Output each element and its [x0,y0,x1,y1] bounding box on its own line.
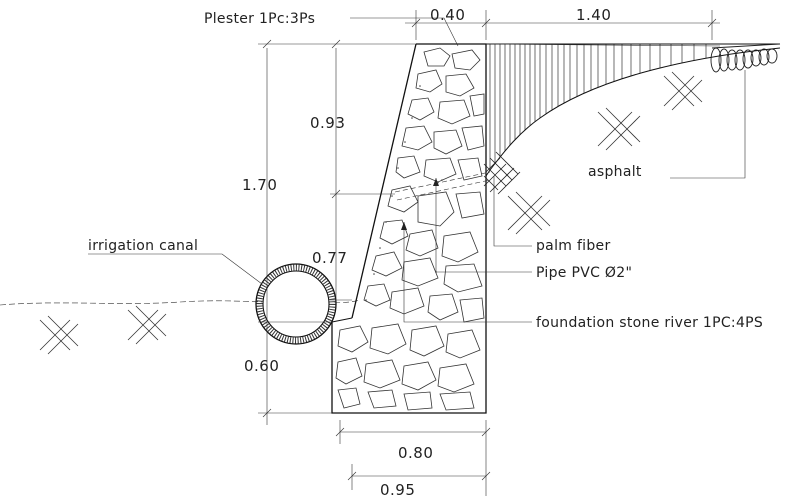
leader-arrows [401,178,439,230]
dim-total-height: 1.70 [242,176,277,194]
irrigation-pipe [255,263,337,345]
dim-base-width: 0.80 [398,444,433,462]
dim-top-width: 0.40 [430,6,465,24]
stipple [365,85,443,301]
plaster-label: Plester 1Pc:3Ps [204,11,315,27]
backfill-outline [485,43,781,177]
river-stones [335,47,485,411]
ground-line [0,299,361,306]
dim-backfill-width: 1.40 [576,6,611,24]
dim-lower-height: 0.77 [312,249,347,267]
pipe-label: Pipe PVC Ø2" [536,265,632,281]
palm-fiber-label: palm fiber [536,238,611,254]
dim-footing-height: 0.60 [244,357,279,375]
irrigation-label: irrigation canal [88,238,198,254]
asphalt-coil [710,43,781,73]
dimension-lines [258,10,720,496]
leader-lines [88,17,746,323]
palm-fiber-hatch [483,151,521,195]
dim-overall-width: 0.95 [380,481,415,499]
asphalt-surface [485,43,721,47]
dim-upper-height: 0.93 [310,114,345,132]
asphalt-label: asphalt [588,164,642,180]
wall-body [331,43,487,414]
foundation-label: foundation stone river 1PC:4PS [536,315,763,331]
weep-pipe [394,171,491,201]
soil-hatch-symbols [39,71,703,355]
